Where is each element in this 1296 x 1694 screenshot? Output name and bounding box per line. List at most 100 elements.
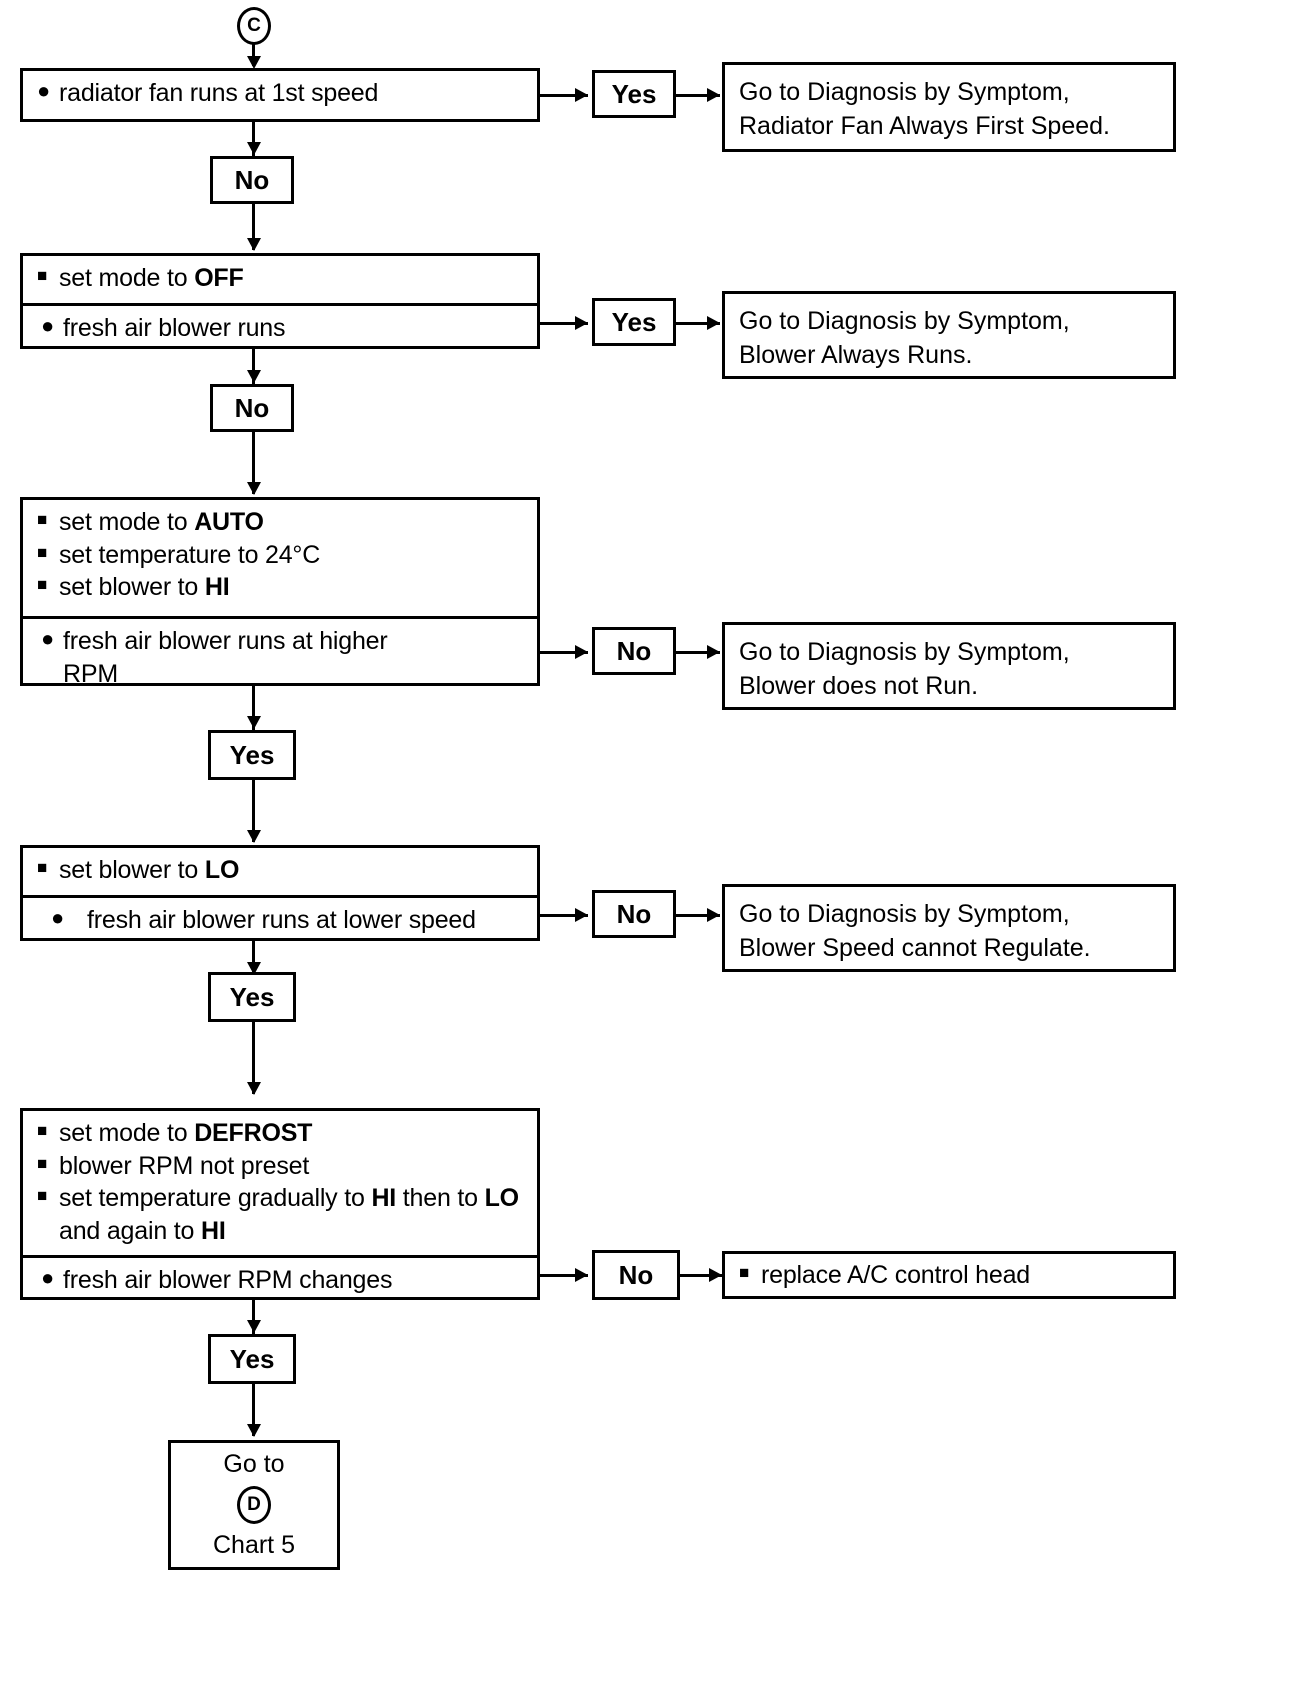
action-text-bold: OFF [194, 264, 244, 292]
result-line-2b: Blower Always Runs. [739, 341, 973, 369]
defrost-text-a: set temperature gradually to [59, 1184, 372, 1212]
action-row: ■ set blower to LO [37, 854, 527, 887]
step-blower-lo-action-cell: ■ set blower to LO [23, 848, 537, 895]
terminal-goto-chart5-box[interactable]: Go to D Chart 5 [168, 1440, 340, 1570]
square-bullet-icon: ■ [37, 266, 48, 285]
pass-arrowhead-5b [247, 1424, 261, 1437]
check-row: ● fresh air blower runs at higher RPM [41, 625, 527, 690]
square-bullet-icon: ■ [37, 542, 48, 562]
action-text-bold: DEFROST [194, 1119, 313, 1147]
check-row: ● fresh air blower RPM changes [41, 1264, 527, 1297]
action-text: set blower to LO [59, 854, 527, 887]
branch-line-3 [540, 651, 588, 654]
pass-arrowhead-5 [247, 1320, 261, 1333]
connector-d-label: D [247, 1493, 261, 1515]
action-text-plain: set mode to [59, 264, 195, 292]
defrost-text-d: and again to [59, 1216, 201, 1245]
result-text-3: Go to Diagnosis by Symptom, Blower does … [725, 625, 1173, 713]
entry-arrowhead [247, 56, 261, 69]
pass-line-5a [252, 1300, 255, 1334]
branch-arrowhead-3 [575, 645, 588, 659]
dot-bullet-icon: ● [37, 78, 51, 103]
action-text-plain: set blower to [59, 573, 205, 601]
action-text: set mode to AUTO [59, 506, 527, 539]
branch-label-no-3[interactable]: No [592, 627, 676, 675]
action-row: ■ set blower to HI [37, 571, 527, 604]
action-text-bold: AUTO [194, 508, 264, 536]
branch-label-yes-2[interactable]: Yes [592, 298, 676, 346]
defrost-text-lo: LO [484, 1184, 520, 1212]
pass-arrowhead-4b [247, 1082, 261, 1095]
pass-line-2a [252, 349, 255, 385]
branch-line-2 [540, 322, 588, 325]
step-blower-lo-check-cell: ● fresh air blower runs at lower speed [23, 895, 537, 941]
check-row: ● fresh air blower runs at lower speed [37, 904, 527, 937]
result-line-1b: Radiator Fan Always First Speed. [739, 112, 1110, 140]
pass-line-3a [252, 686, 255, 730]
defrost-text-hi2: HI [200, 1216, 226, 1245]
result-box-4: Go to Diagnosis by Symptom, Blower Speed… [722, 884, 1176, 972]
action-row: ■ set mode to AUTO [37, 506, 527, 539]
result-line-3 [676, 651, 720, 654]
result-text-5: ■ replace A/C control head [725, 1254, 1173, 1296]
action-row: ■ set temperature gradually to HI then t… [37, 1182, 527, 1247]
pass-label-yes-4[interactable]: Yes [208, 972, 296, 1022]
action-text: blower RPM not preset [59, 1151, 310, 1180]
result-line-3b: Blower does not Run. [739, 672, 979, 700]
pass-arrowhead-2 [247, 370, 261, 383]
branch-label-no-5[interactable]: No [592, 1250, 680, 1300]
check-text: fresh air blower runs at higher RPM [63, 625, 527, 690]
result-line-2 [676, 322, 720, 325]
connector-c: C [234, 4, 274, 48]
result-line-5a: replace A/C control head [761, 1261, 1030, 1289]
pass-arrowhead-3b [247, 830, 261, 843]
square-bullet-icon: ■ [37, 575, 48, 594]
action-text-plain: set blower to [59, 856, 205, 884]
step-mode-defrost-action-cell: ■ set mode to DEFROST ■ blower RPM not p… [23, 1111, 537, 1255]
result-arrowhead-3 [707, 645, 720, 659]
branch-arrowhead-4 [575, 908, 588, 922]
pass-arrowhead-1b [247, 238, 261, 251]
action-row: ■ set temperature to 24°C [37, 539, 527, 572]
dot-bullet-icon: ● [41, 626, 55, 651]
action-text: set blower to HI [59, 571, 527, 604]
step-blower-lo-box: ■ set blower to LO ● fresh air blower ru… [20, 845, 540, 941]
action-row: ■ set mode to DEFROST [37, 1117, 527, 1150]
check-text: fresh air blower runs at lower speed [87, 906, 476, 934]
square-bullet-icon: ■ [37, 1186, 48, 1205]
action-text: set mode to OFF [59, 262, 527, 295]
pass-arrowhead-4 [247, 962, 261, 975]
branch-label-yes-1[interactable]: Yes [592, 70, 676, 118]
result-arrowhead-2 [707, 316, 720, 330]
branch-label-no-4[interactable]: No [592, 890, 676, 938]
defrost-text-hi1: HI [371, 1184, 397, 1212]
check-text-line2: RPM [63, 659, 118, 688]
result-text-4: Go to Diagnosis by Symptom, Blower Speed… [725, 887, 1173, 975]
result-line-5 [680, 1274, 722, 1277]
pass-label-no-2[interactable]: No [210, 384, 294, 432]
pass-line-1a [252, 122, 255, 156]
pass-label-yes-3[interactable]: Yes [208, 730, 296, 780]
connector-c-outer-circle: C [237, 7, 271, 45]
action-text-plain: set mode to [59, 1119, 195, 1147]
pass-label-no-1[interactable]: No [210, 156, 294, 204]
step-mode-off-check-cell: ● fresh air blower runs [23, 303, 537, 349]
check-text-line1: fresh air blower runs at higher [63, 627, 388, 655]
step-radiator-fan-box: ● radiator fan runs at 1st speed [20, 68, 540, 122]
terminal-line2: Chart 5 [213, 1531, 295, 1559]
result-box-2: Go to Diagnosis by Symptom, Blower Alway… [722, 291, 1176, 379]
connector-c-label: C [247, 15, 261, 36]
branch-arrowhead-2 [575, 316, 588, 330]
check-text: fresh air blower RPM changes [63, 1266, 393, 1294]
pass-arrowhead-1 [247, 142, 261, 155]
branch-arrowhead-1 [575, 88, 588, 102]
step-mode-off-action-cell: ■ set mode to OFF [23, 256, 537, 303]
action-text-plain: set mode to [59, 508, 195, 536]
step-mode-auto-box: ■ set mode to AUTO ■ set temperature to … [20, 497, 540, 688]
step-radiator-fan-check-cell: ● radiator fan runs at 1st speed [23, 71, 537, 119]
check-text: fresh air blower runs [63, 314, 286, 342]
square-bullet-icon: ■ [739, 1263, 750, 1282]
pass-label-yes-5[interactable]: Yes [208, 1334, 296, 1384]
result-arrowhead-5 [709, 1268, 722, 1282]
connector-d-outer-circle: D [237, 1486, 271, 1524]
